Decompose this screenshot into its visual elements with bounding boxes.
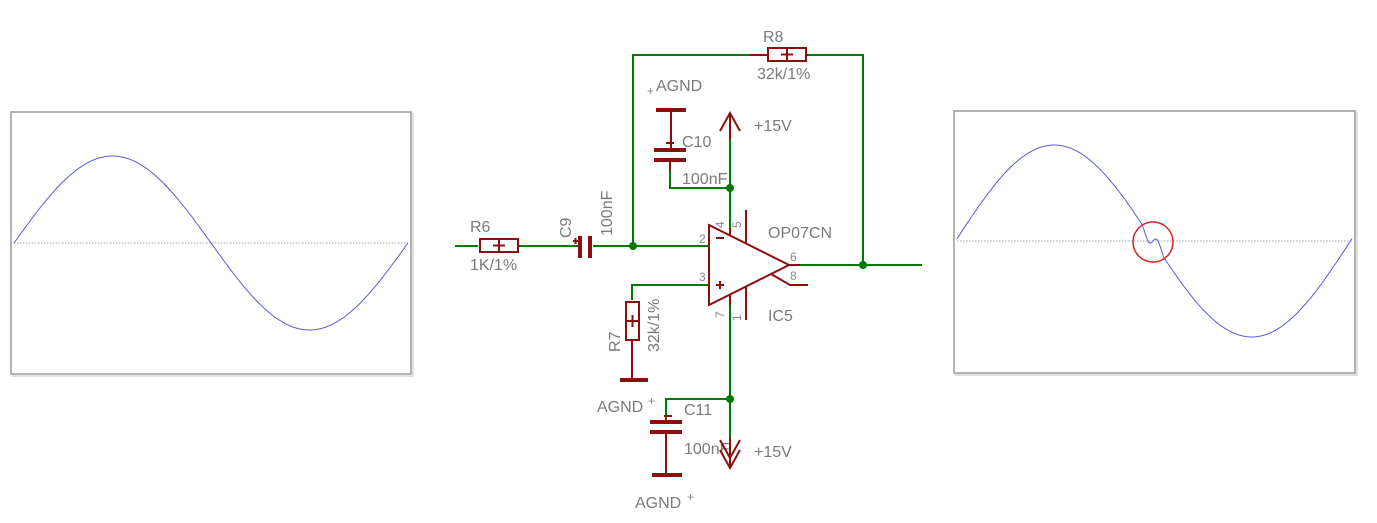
- c10-value: 100nF: [682, 171, 728, 188]
- resistor-r6: R6 1K/1%: [470, 219, 519, 274]
- r7-name: R7: [607, 331, 624, 352]
- input-sine-wave: [13, 155, 409, 331]
- negative-supply-label: +15V: [754, 444, 792, 461]
- junctions: [629, 184, 867, 403]
- negative-supply: +15V: [719, 438, 792, 471]
- c11-value: 100nF: [684, 441, 730, 458]
- crossover-distortion-marker: [1132, 221, 1174, 263]
- opamp-type: OP07CN: [768, 225, 832, 242]
- capacitor-c9: C9 100nF: [558, 190, 616, 258]
- output-distorted-sine-wave: [956, 144, 1353, 338]
- c9-value: 100nF: [599, 190, 616, 236]
- pin-6: 6: [790, 250, 797, 264]
- r7-value: 32k/1%: [646, 299, 663, 352]
- c11-name: C11: [684, 402, 712, 419]
- pin-2: 2: [699, 232, 706, 246]
- pin-4: 4: [713, 221, 727, 228]
- pin-7: 7: [713, 311, 727, 318]
- opamp-ref: IC5: [768, 308, 793, 325]
- positive-supply-label: +15V: [754, 118, 792, 135]
- opamp-ic5: 2 3 4 5 6 8 7 1 OP07CN IC5: [699, 210, 832, 325]
- r6-value: 1K/1%: [470, 257, 517, 274]
- c10-name: C10: [682, 134, 711, 151]
- resistor-r7: R7 32k/1% AGND +: [597, 299, 663, 416]
- r8-value: 32k/1%: [757, 66, 810, 83]
- agnd-top-label: AGND: [656, 78, 702, 95]
- agnd-top-plus: +: [647, 84, 654, 98]
- pin-3: 3: [699, 270, 706, 284]
- wires: [455, 54, 922, 438]
- agnd-bottom-label: AGND: [635, 495, 681, 512]
- r6-name: R6: [470, 219, 491, 236]
- output-scope-frame: [953, 110, 1356, 374]
- pin-8: 8: [790, 269, 797, 283]
- pin-5: 5: [730, 221, 744, 228]
- output-scope: [953, 110, 1358, 376]
- capacitor-c11: C11 100nF AGND +: [635, 402, 730, 512]
- agnd-bottom-plus: +: [687, 490, 694, 504]
- pin-1: 1: [730, 314, 744, 321]
- positive-supply: +15V: [719, 110, 792, 140]
- resistor-r8: R8 32k/1%: [750, 29, 810, 83]
- agnd-r7-label: AGND: [597, 399, 643, 416]
- capacitor-c10: AGND + C10 100nF: [647, 78, 728, 188]
- input-scope: [10, 111, 414, 377]
- c9-name: C9: [558, 217, 575, 238]
- r8-name: R8: [763, 29, 784, 46]
- agnd-r7-plus: +: [648, 394, 655, 408]
